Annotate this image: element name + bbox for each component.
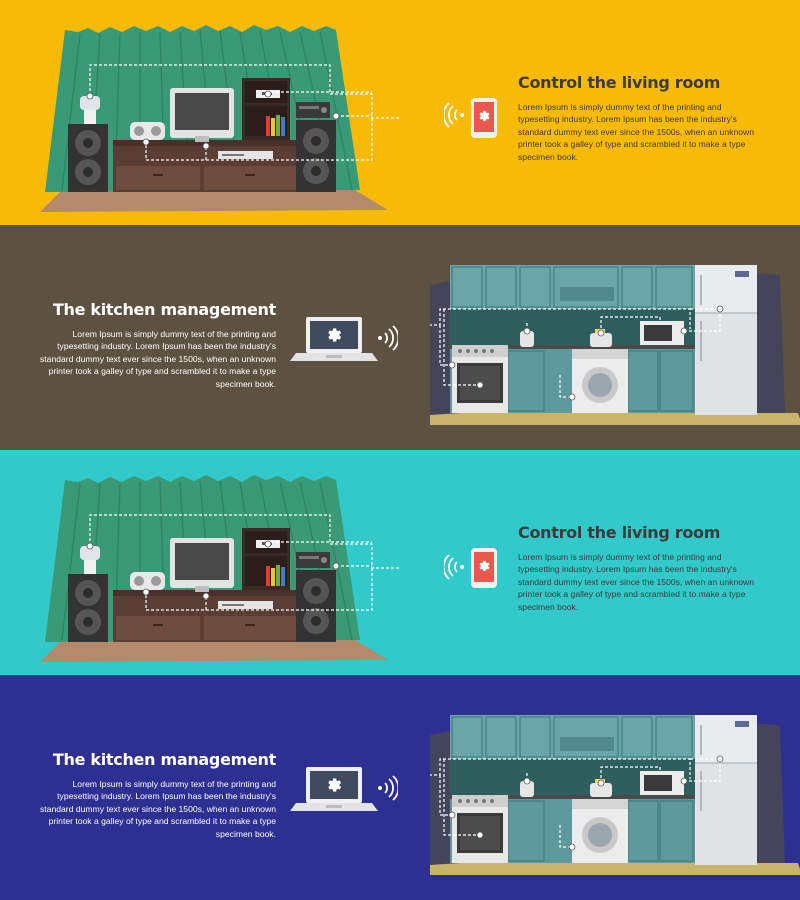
panel-text: The kitchen management Lorem Ipsum is si… <box>36 300 276 390</box>
wifi-signal-icon <box>378 775 398 801</box>
panel-living-room-1: Control the living room Lorem Ipsum is s… <box>0 0 800 225</box>
panel-kitchen-2: The kitchen management Lorem Ipsum is si… <box>0 675 800 900</box>
kitchen-illustration <box>430 225 800 450</box>
panel-text: Control the living room Lorem Ipsum is s… <box>518 73 758 163</box>
panel-description: Lorem Ipsum is simply dummy text of the … <box>518 552 754 612</box>
living-room-illustration <box>0 450 400 675</box>
laptop-gear-icon[interactable] <box>290 315 378 363</box>
panel-description: Lorem Ipsum is simply dummy text of the … <box>40 779 276 839</box>
panel-title: Control the living room <box>518 523 721 542</box>
panel-text: Control the living room Lorem Ipsum is s… <box>518 523 758 613</box>
panel-kitchen-1: The kitchen management Lorem Ipsum is si… <box>0 225 800 450</box>
panel-description: Lorem Ipsum is simply dummy text of the … <box>518 102 754 162</box>
panel-title: The kitchen management <box>52 750 276 769</box>
kitchen-illustration <box>430 675 800 900</box>
wifi-signal-icon <box>444 554 464 580</box>
panel-title: The kitchen management <box>52 300 276 319</box>
panel-description: Lorem Ipsum is simply dummy text of the … <box>40 329 276 389</box>
panel-text: The kitchen management Lorem Ipsum is si… <box>36 750 276 840</box>
panel-living-room-2: Control the living room Lorem Ipsum is s… <box>0 450 800 675</box>
wifi-signal-icon <box>378 325 398 351</box>
smartphone-gear-icon[interactable] <box>470 97 498 139</box>
wifi-signal-icon <box>444 102 464 128</box>
laptop-gear-icon[interactable] <box>290 765 378 813</box>
living-room-illustration <box>0 0 400 225</box>
panel-title: Control the living room <box>518 73 721 92</box>
smartphone-gear-icon[interactable] <box>470 547 498 589</box>
